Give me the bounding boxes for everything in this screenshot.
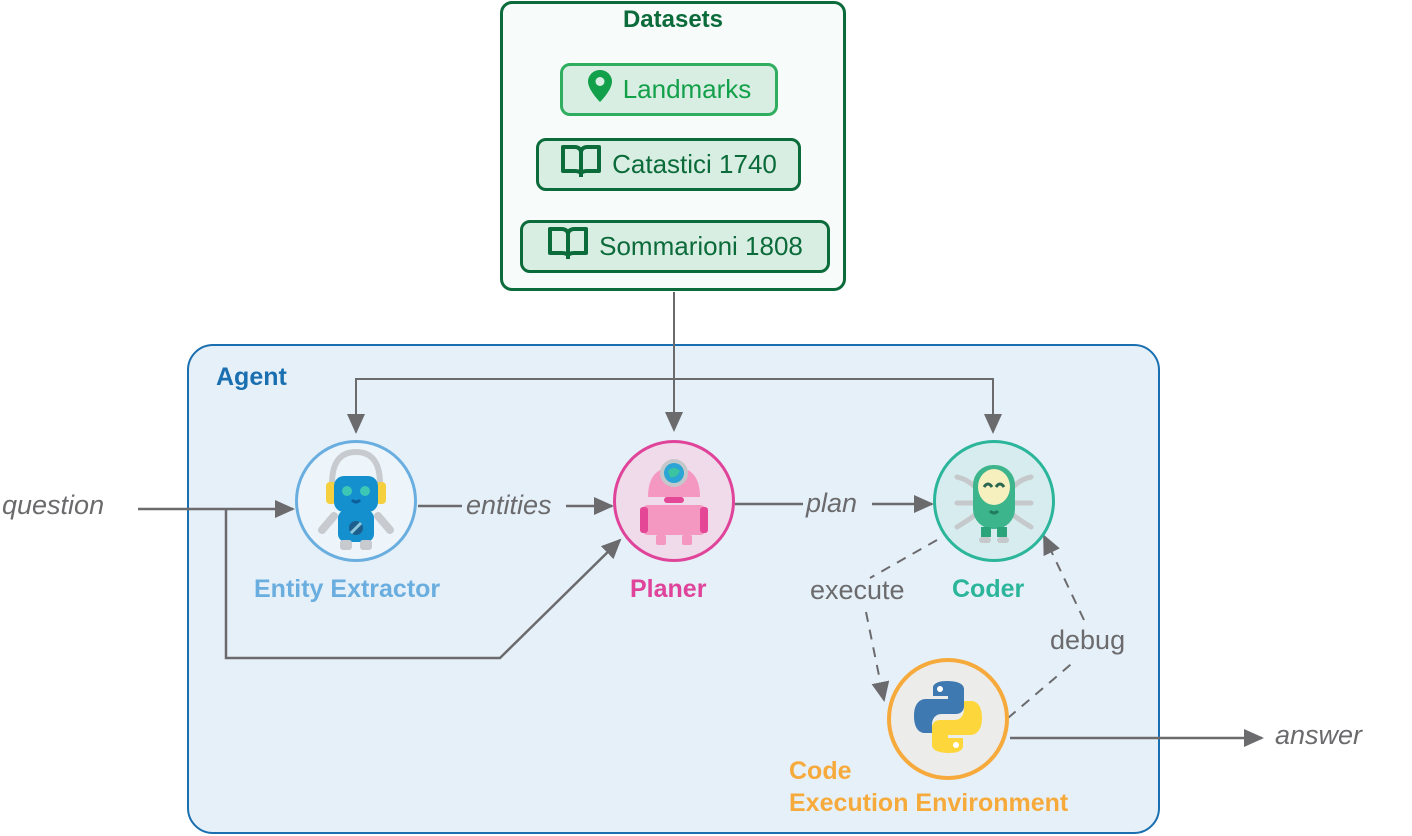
dataset-sommarioni[interactable]: Sommarioni 1808 xyxy=(520,220,830,273)
node-label-code-line1: Code xyxy=(789,757,852,785)
dataset-label: Catastici 1740 xyxy=(612,149,777,179)
edge-debug xyxy=(1007,536,1085,719)
node-label-planer: Planer xyxy=(630,575,707,603)
pink-robot-icon xyxy=(634,449,714,554)
agent-title: Agent xyxy=(216,363,287,391)
node-coder[interactable] xyxy=(933,440,1055,562)
open-book-icon xyxy=(547,226,589,267)
edge-label-entities: entities xyxy=(466,490,552,521)
edge-bus-to-extractor xyxy=(347,378,674,434)
dataset-label: Sommarioni 1808 xyxy=(599,231,803,261)
edge-label-debug: debug xyxy=(1050,625,1126,655)
headphone-robot-icon xyxy=(316,444,396,559)
node-planer[interactable] xyxy=(613,440,735,562)
edge-execute xyxy=(866,539,938,700)
edge-label-execute: execute xyxy=(810,575,905,605)
python-logo-icon xyxy=(906,675,990,764)
dataset-label: Landmarks xyxy=(622,74,752,104)
dataset-landmarks[interactable]: Landmarks xyxy=(560,63,778,116)
node-label-coder: Coder xyxy=(952,575,1025,603)
node-label-entity-extractor: Entity Extractor xyxy=(254,575,441,603)
edge-bus-to-coder xyxy=(674,378,1002,434)
map-pin-icon xyxy=(587,69,613,110)
node-code-execution-environment[interactable] xyxy=(887,658,1009,780)
edge-question-to-planer xyxy=(224,509,622,660)
bug-robot-icon xyxy=(949,449,1039,554)
node-entity-extractor[interactable] xyxy=(295,440,417,562)
node-label-code-line2: Execution Environment xyxy=(789,789,1069,817)
dataset-catastici[interactable]: Catastici 1740 xyxy=(536,138,801,191)
datasets-title: Datasets xyxy=(622,6,724,33)
input-question: question xyxy=(2,490,105,520)
output-answer: answer xyxy=(1275,720,1363,750)
edge-label-plan: plan xyxy=(806,488,858,519)
open-book-icon xyxy=(560,144,602,185)
